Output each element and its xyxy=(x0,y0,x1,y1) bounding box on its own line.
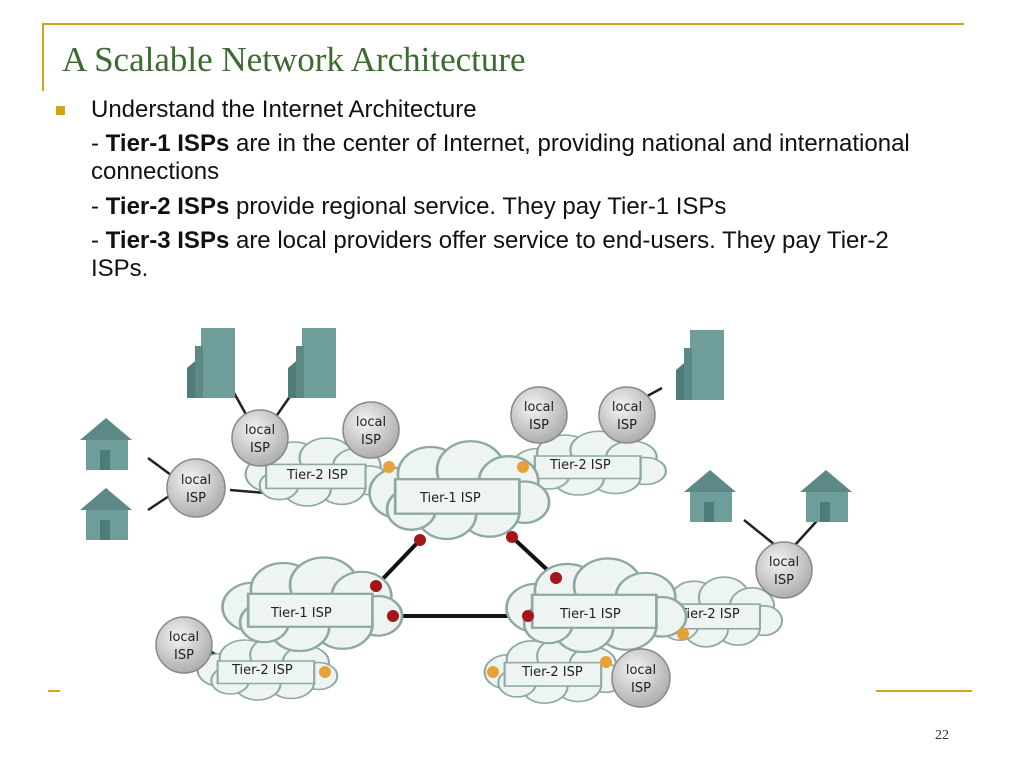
sub-prefix: - xyxy=(91,193,106,220)
router-icon xyxy=(387,610,399,622)
port-icon xyxy=(487,666,499,678)
office-building-icon xyxy=(288,328,336,398)
local-isp-line1: local xyxy=(769,555,799,570)
bullet-main: Understand the Internet Architecture xyxy=(91,96,477,123)
router-icon xyxy=(522,610,534,622)
tier2-label: Tier-2 ISP xyxy=(549,458,611,473)
router-icon xyxy=(550,572,562,584)
frame-accent-vertical xyxy=(42,23,44,91)
local-isp-line1: local xyxy=(612,400,642,415)
local-isp-line1: local xyxy=(356,415,386,430)
bullet-square-icon xyxy=(56,106,65,115)
sub-bullet-tier1: - Tier-1 ISPs are in the center of Inter… xyxy=(91,130,921,186)
local-isp-line2: ISP xyxy=(174,648,194,663)
local-isp-line1: local xyxy=(524,400,554,415)
sub-prefix: - xyxy=(91,130,106,157)
local-isp-line2: ISP xyxy=(529,418,549,433)
sub-bullet-tier2: - Tier-2 ISPs provide regional service. … xyxy=(91,193,921,221)
page-number: 22 xyxy=(935,728,949,743)
local-isp-node: local ISP xyxy=(611,648,671,708)
port-icon xyxy=(600,656,612,668)
house-icon xyxy=(684,470,736,522)
sub-text: are in the center of Internet, providing… xyxy=(91,130,910,185)
routers xyxy=(370,531,562,622)
office-building-icon xyxy=(187,328,235,398)
local-isp-line2: ISP xyxy=(774,573,794,588)
slide-title: A Scalable Network Architecture xyxy=(62,40,526,79)
local-isp-line1: local xyxy=(245,423,275,438)
local-isp-line2: ISP xyxy=(631,681,651,696)
local-isp-node: local ISP xyxy=(510,386,568,444)
local-isp-line2: ISP xyxy=(250,441,270,456)
tier1-label: Tier-1 ISP xyxy=(270,606,332,621)
house-icon xyxy=(800,470,852,522)
router-icon xyxy=(370,580,382,592)
house-icon xyxy=(80,418,132,470)
tier1-label: Tier-1 ISP xyxy=(559,607,621,622)
tier2-label: Tier-2 ISP xyxy=(286,468,348,483)
port-icon xyxy=(319,666,331,678)
local-isp-node: local ISP xyxy=(166,458,226,518)
tier2-label: Tier-2 ISP xyxy=(678,607,740,622)
local-isp-line2: ISP xyxy=(361,433,381,448)
tier2-label: Tier-2 ISP xyxy=(521,665,583,680)
sub-bold: Tier-3 ISPs xyxy=(105,227,230,254)
sub-bullet-tier3: - Tier-3 ISPs are local providers offer … xyxy=(91,227,921,283)
port-icon xyxy=(677,628,689,640)
port-icon xyxy=(517,461,529,473)
ports xyxy=(319,461,689,678)
local-isp-line1: local xyxy=(181,473,211,488)
tier1-label: Tier-1 ISP xyxy=(419,491,481,506)
office-building-icon xyxy=(676,330,724,400)
local-isp-node: local ISP xyxy=(231,409,289,467)
tier2-label: Tier-2 ISP xyxy=(231,663,293,678)
local-isp-node: local ISP xyxy=(598,386,656,444)
sub-bold: Tier-1 ISPs xyxy=(105,130,230,157)
tier1-cloud-left xyxy=(221,556,404,653)
local-isp-node: local ISP xyxy=(155,616,213,674)
local-isp-line1: local xyxy=(169,630,199,645)
port-icon xyxy=(383,461,395,473)
house-icon xyxy=(80,488,132,540)
local-isp-line1: local xyxy=(626,663,656,678)
local-isp-node: local ISP xyxy=(755,541,813,599)
sub-text: provide regional service. They pay Tier-… xyxy=(229,193,727,220)
footer-accent-right xyxy=(876,690,972,692)
router-icon xyxy=(506,531,518,543)
sub-bold: Tier-2 ISPs xyxy=(105,193,230,220)
local-isp-line2: ISP xyxy=(617,418,637,433)
local-isp-line2: ISP xyxy=(186,491,206,506)
local-isp-node: local ISP xyxy=(342,401,400,459)
tier1-cloud-right xyxy=(505,557,688,654)
footer-accent-left xyxy=(48,690,60,692)
router-icon xyxy=(414,534,426,546)
frame-accent-horizontal xyxy=(42,23,964,25)
sub-text: are local providers offer service to end… xyxy=(91,227,889,282)
sub-prefix: - xyxy=(91,227,106,254)
